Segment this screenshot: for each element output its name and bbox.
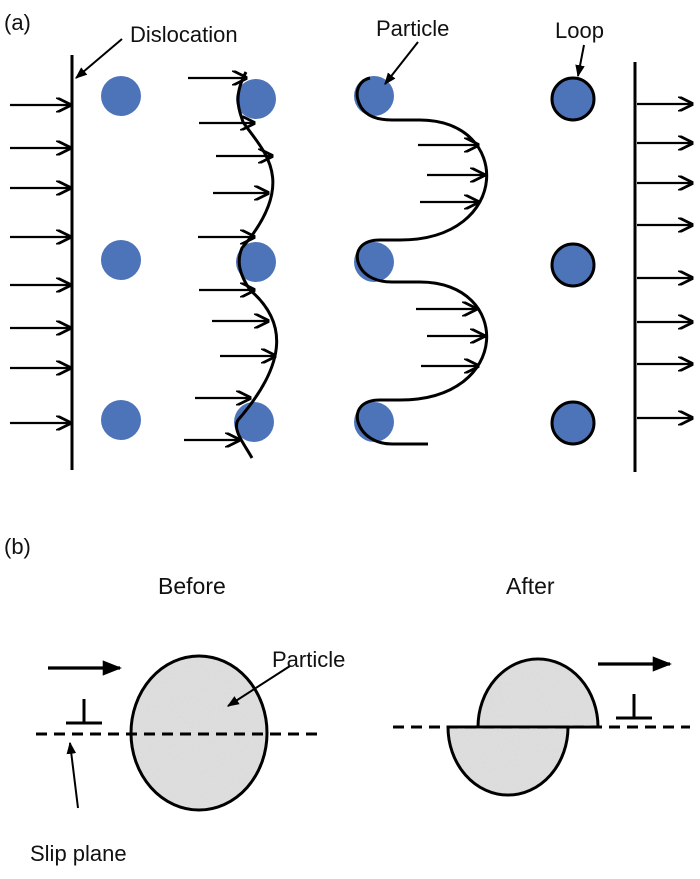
stage-2-arrows — [184, 78, 275, 440]
panel-a-label: (a) — [4, 10, 31, 35]
particle-with-loop — [550, 400, 596, 446]
particle-lower-texture — [450, 728, 566, 794]
stage-3-orowan-bowing: Particle — [354, 16, 488, 446]
stage-4-loops: Loop — [550, 18, 692, 472]
particle-pointer — [384, 41, 419, 85]
slip-plane-pointer — [66, 741, 79, 809]
particle — [236, 242, 276, 282]
particle-label-b: Particle — [272, 647, 345, 672]
particle-with-loop — [550, 76, 596, 122]
bowed-dislocation-line — [355, 76, 488, 446]
stage-3-arrows — [416, 145, 484, 366]
particle-upper-texture — [480, 660, 596, 726]
before-label: Before — [158, 573, 226, 599]
particle — [354, 76, 394, 116]
particle — [101, 240, 141, 280]
after-label: After — [506, 573, 555, 599]
edge-dislocation-symbol-after — [616, 694, 652, 720]
loop-pointer — [575, 44, 585, 78]
slip-plane-label: Slip plane — [30, 841, 127, 866]
loop-label: Loop — [555, 18, 604, 43]
panel-a: (a) Dislocation — [4, 10, 692, 472]
particle-label-a: Particle — [376, 16, 449, 41]
dislocation-label: Dislocation — [130, 22, 238, 47]
stage-1-particles — [101, 76, 141, 440]
before-state: Particle Slip plane — [30, 647, 345, 866]
stage-1-arrows — [10, 105, 70, 423]
stage-4-arrows — [637, 104, 692, 418]
edge-dislocation-symbol-before — [66, 699, 102, 725]
particle — [101, 400, 141, 440]
stage-1-straight-dislocation: Dislocation — [10, 22, 238, 470]
dislocation-pointer — [75, 38, 123, 79]
particle — [236, 79, 276, 119]
stage-2-bowing-dislocation — [184, 72, 279, 459]
after-state — [393, 656, 690, 797]
panel-b: (b) Before After Particle Slip plane — [4, 534, 690, 866]
particle-with-loop — [550, 242, 596, 288]
particle — [101, 76, 141, 116]
panel-b-label: (b) — [4, 534, 31, 559]
particle-pointer-b — [226, 665, 291, 707]
